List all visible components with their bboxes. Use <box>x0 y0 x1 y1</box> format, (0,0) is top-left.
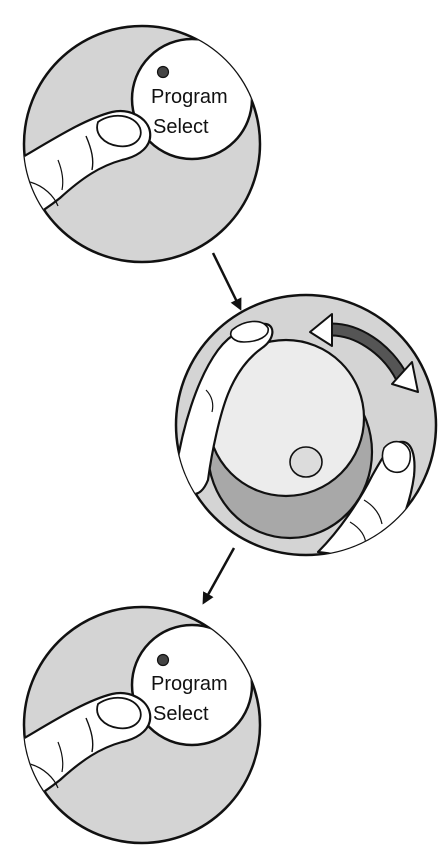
button-label-line1: Program <box>151 673 228 695</box>
button-label-line2: Select <box>153 703 209 725</box>
dial-knob-dot <box>290 447 322 477</box>
indicator-light-icon <box>158 67 169 78</box>
button-label-line1: Program <box>151 86 228 108</box>
flow-arrow-2 <box>204 548 234 602</box>
step-3-press-button: Program Select <box>0 607 260 843</box>
step-2-turn-dial <box>176 295 436 560</box>
flow-arrow-1 <box>213 253 240 308</box>
indicator-light-icon <box>158 655 169 666</box>
button-label-line2: Select <box>153 116 209 138</box>
step-1-press-button: Program Select <box>0 26 260 262</box>
program-select-button: Program Select <box>132 625 252 745</box>
